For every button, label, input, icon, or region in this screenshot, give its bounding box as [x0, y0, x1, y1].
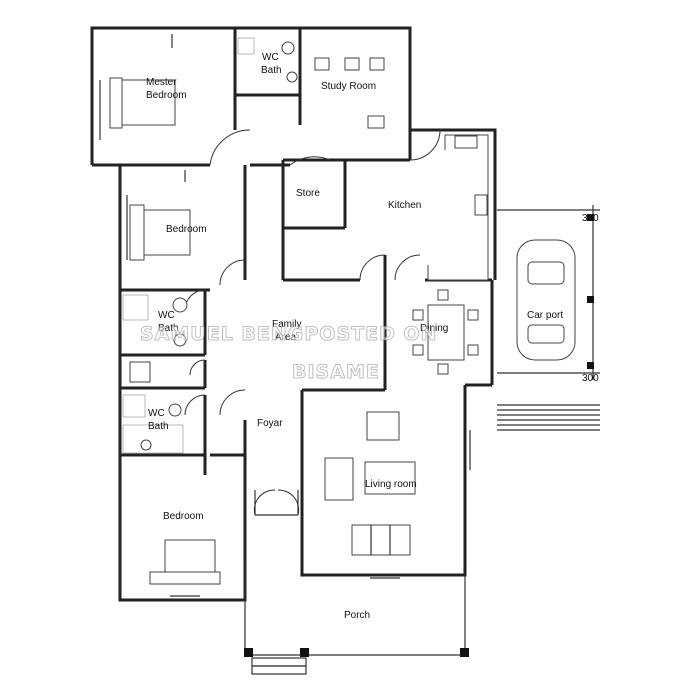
- porch-structure: [244, 560, 469, 675]
- label-bedroom-lower: Bedroom: [163, 511, 204, 522]
- main-sofa: [351, 524, 411, 556]
- master-bed: [114, 79, 176, 126]
- label-wc-bath-left: WC: [158, 310, 175, 321]
- label-master-bedroom: Bedroom: [146, 90, 187, 101]
- dimension-car-port-bottom: 300: [582, 373, 599, 384]
- label-store: Store: [296, 188, 320, 199]
- windows: [99, 34, 471, 597]
- side-sofa: [324, 457, 354, 501]
- label-wc-bath-lower: Bath: [148, 421, 169, 432]
- label-wc-bath-left: Bath: [158, 323, 179, 334]
- dimension-car-port-top: 300: [582, 213, 599, 224]
- label-wc-bath-top: Bath: [261, 65, 282, 76]
- label-porch: Porch: [344, 610, 370, 621]
- armchair: [366, 411, 400, 441]
- label-wc-bath-top: WC: [262, 52, 279, 63]
- label-study-room: Study Room: [321, 81, 376, 92]
- watermark-line2: BISAME: [292, 361, 380, 383]
- label-foyar: Foyar: [257, 418, 283, 429]
- label-living-room: Living room: [365, 479, 417, 490]
- furniture: [109, 37, 576, 585]
- label-dining: Dining: [420, 323, 448, 334]
- dining-table: [427, 304, 465, 361]
- room-labels: Mester Bedroom WC Bath Study Room Store …: [146, 52, 563, 621]
- label-kitchen: Kitchen: [388, 200, 421, 211]
- label-family-area: Family: [272, 319, 301, 330]
- label-wc-bath-lower: WC: [148, 408, 165, 419]
- label-bedroom-upper: Bedroom: [166, 224, 207, 235]
- label-family-area: Area: [275, 332, 297, 343]
- dimension-labels: 300 300: [582, 213, 599, 384]
- car-port-structure: [497, 205, 600, 431]
- label-master-bedroom: Mester: [146, 77, 177, 88]
- interior-walls: [120, 28, 492, 560]
- label-car-port: Car port: [527, 310, 563, 321]
- watermark-line1: SAMUEL BENGPOSTED ON: [140, 323, 438, 345]
- watermark: SAMUEL BENGPOSTED ON BISAME: [140, 323, 438, 384]
